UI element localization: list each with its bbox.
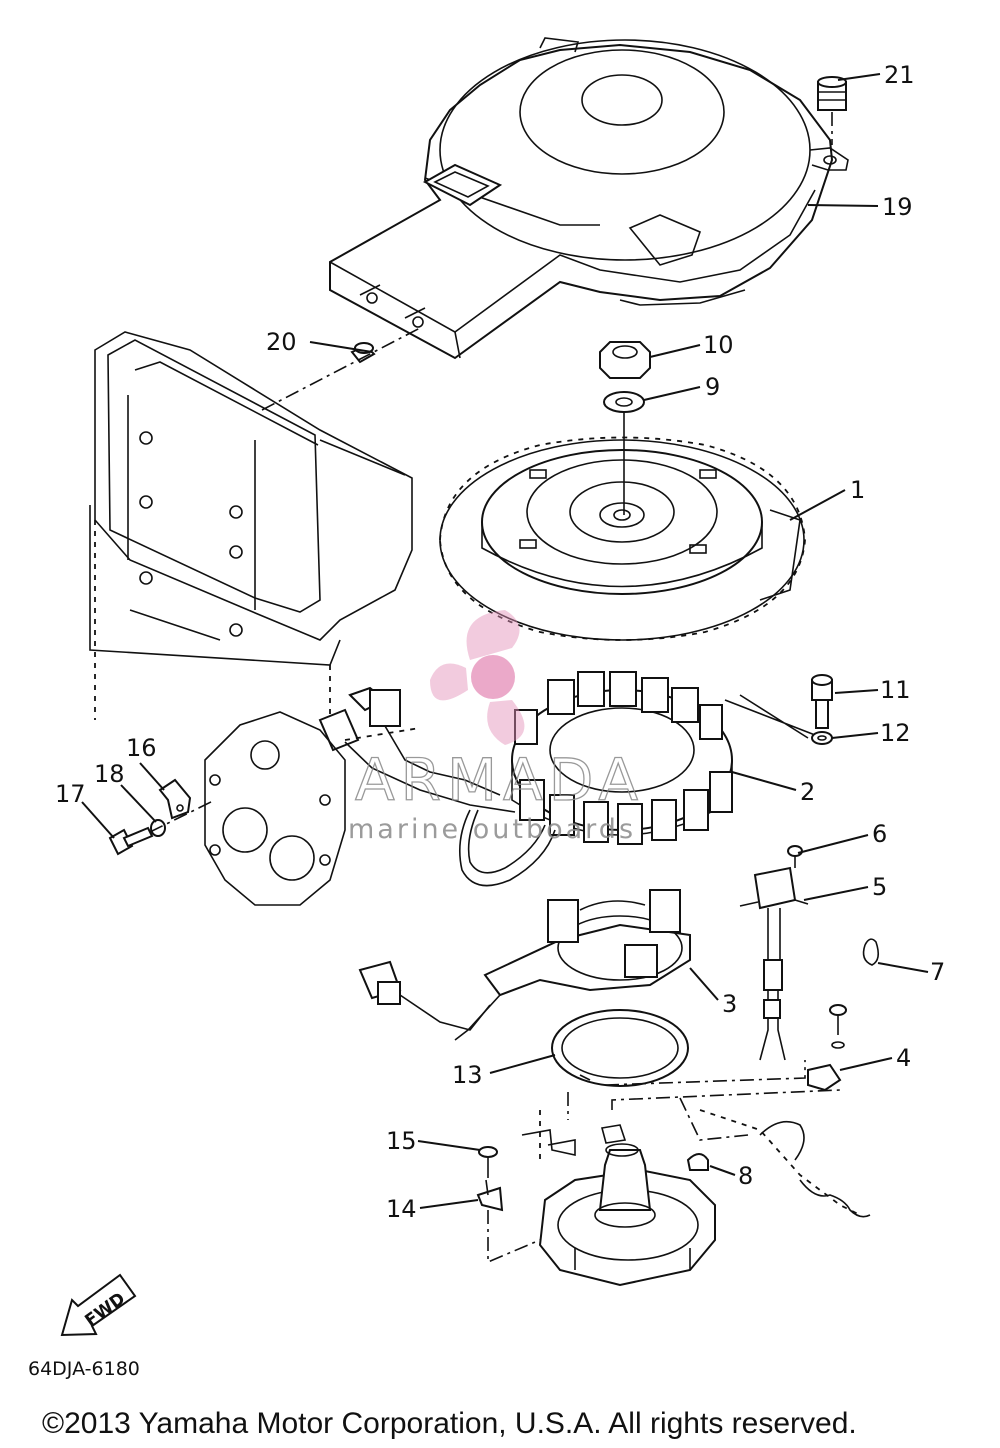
callout-15: 15	[386, 1127, 417, 1155]
callout-labels: 1 2 3 4 5 6 7 8 9 10 11 12 13 14 15 16 1…	[55, 61, 945, 1223]
flywheel	[439, 436, 806, 641]
callout-10: 10	[703, 331, 734, 359]
callout-7: 7	[930, 958, 945, 986]
bracket-screw	[478, 1146, 498, 1178]
callout-18: 18	[94, 760, 125, 788]
routing-line	[604, 1060, 806, 1086]
harness-bracket	[158, 778, 192, 820]
flywheel-nut	[599, 341, 651, 379]
pulser-coil	[358, 889, 691, 1041]
callout-11: 11	[880, 676, 911, 704]
copyright-notice: ©2013 Yamaha Motor Corporation, U.S.A. A…	[42, 1407, 857, 1440]
watermark-brand: ARMADA	[355, 746, 644, 814]
forward-direction-arrow: FWD	[60, 1273, 137, 1337]
woodruff-key	[686, 1153, 709, 1171]
watermark-logo-icon	[430, 610, 525, 745]
callout-leaders	[81, 73, 929, 1209]
callout-12: 12	[880, 719, 911, 747]
cable-clamp	[807, 1004, 847, 1092]
callout-21: 21	[884, 61, 915, 89]
callout-2: 2	[800, 778, 815, 806]
lead-bracket	[476, 1179, 541, 1264]
flywheel-cover	[329, 37, 849, 360]
callout-8: 8	[738, 1162, 753, 1190]
callout-13: 13	[452, 1061, 483, 1089]
routing-line	[679, 1097, 749, 1141]
engine-block	[89, 331, 413, 720]
stator-harness	[318, 686, 556, 887]
crankcase-base	[521, 1109, 871, 1287]
callout-3: 3	[722, 990, 737, 1018]
diagram-code: 64DJA-6180	[28, 1358, 140, 1380]
callout-1: 1	[850, 476, 865, 504]
callout-4: 4	[896, 1044, 911, 1072]
callout-17: 17	[55, 780, 86, 808]
callout-20: 20	[266, 328, 297, 356]
ignition-coil	[739, 866, 809, 1061]
flywheel-washer	[603, 391, 645, 515]
coil-screw	[787, 845, 803, 868]
stator-washer	[811, 731, 833, 745]
routing-line	[611, 1089, 841, 1110]
bracket-bolt	[108, 799, 216, 856]
watermark-tagline: marine outboards	[348, 814, 636, 845]
callout-19: 19	[882, 193, 913, 221]
callout-9: 9	[705, 373, 720, 401]
watermark: ARMADA marine outboards	[348, 610, 644, 845]
wire-clip	[862, 938, 880, 966]
grommet	[817, 76, 847, 145]
intake-manifold	[204, 711, 421, 906]
callout-16: 16	[126, 734, 157, 762]
callout-14: 14	[386, 1195, 417, 1223]
stator-bolt	[811, 674, 833, 729]
callout-5: 5	[872, 873, 887, 901]
pulser-ring	[551, 1009, 689, 1087]
callout-6: 6	[872, 820, 887, 848]
stator-coil	[511, 671, 816, 845]
